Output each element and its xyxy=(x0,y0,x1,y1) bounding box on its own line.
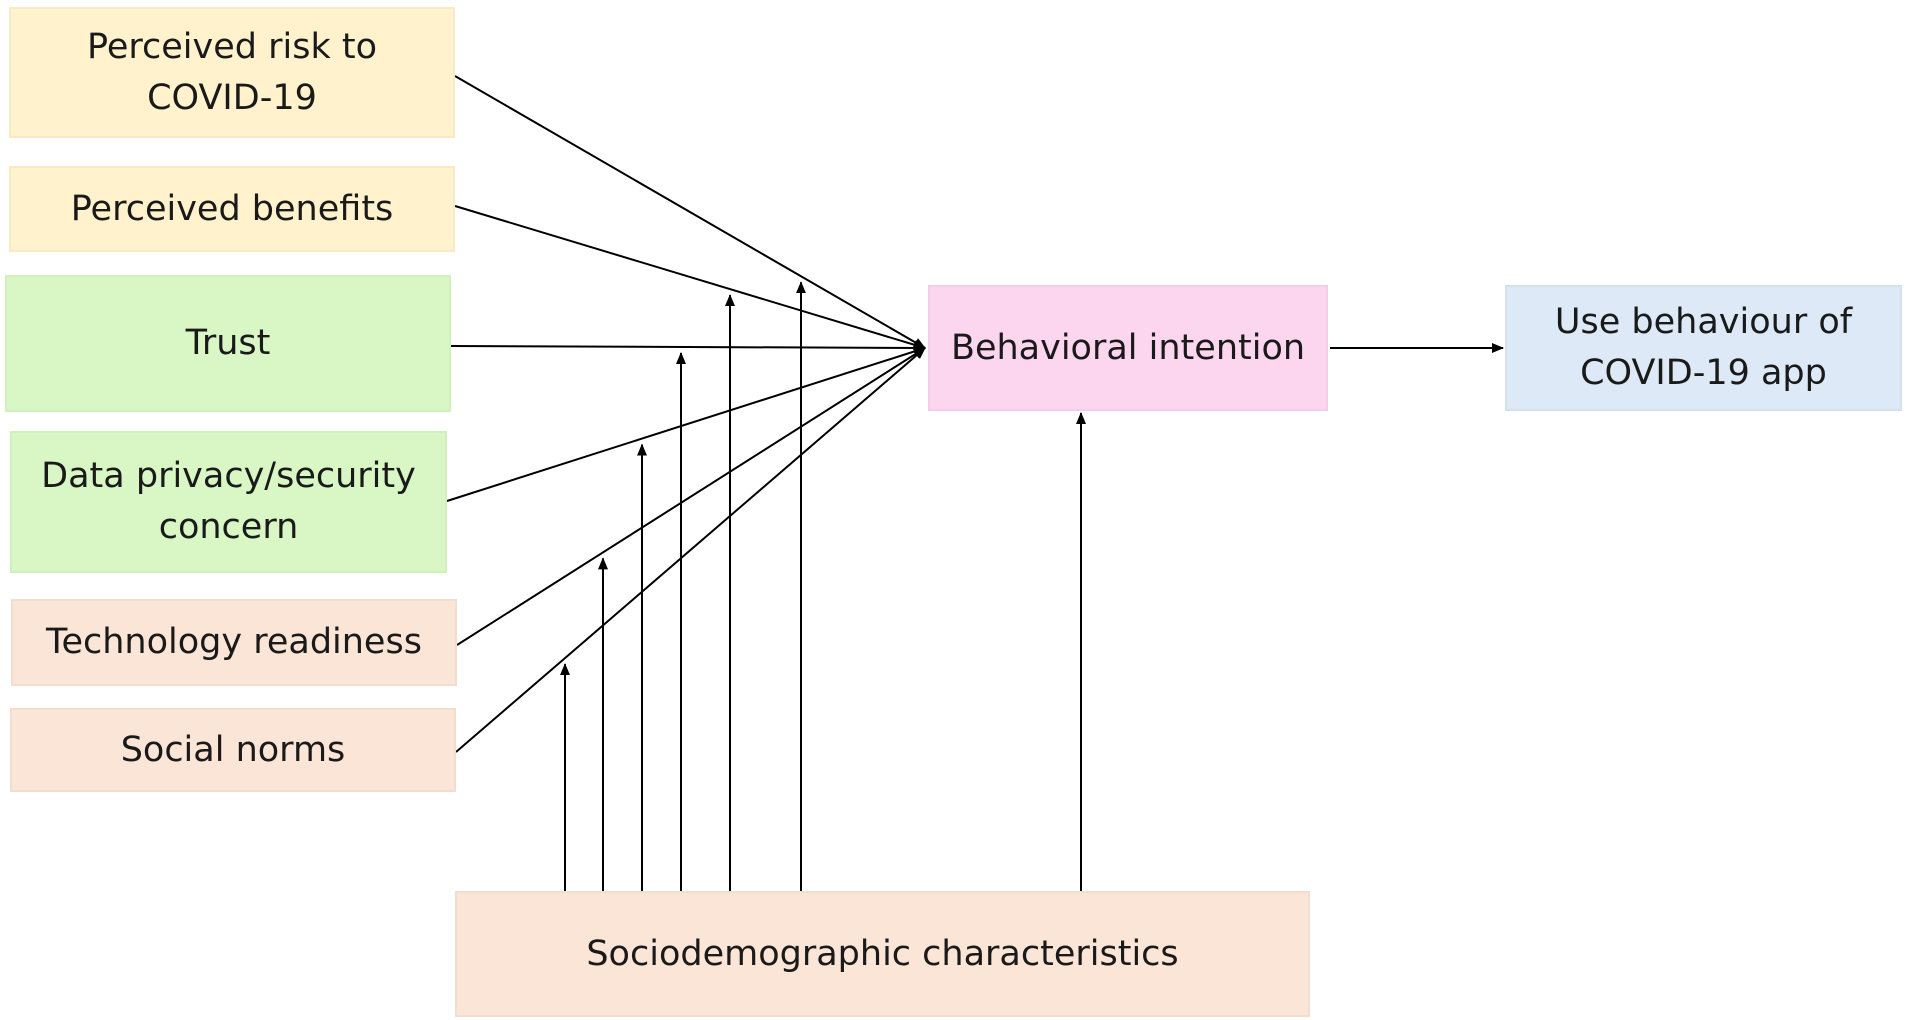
node-data-privacy-concern-label: Data privacy/security concern xyxy=(41,456,416,547)
node-social-norms: Social norms xyxy=(10,708,456,792)
node-technology-readiness: Technology readiness xyxy=(11,599,457,686)
node-sociodemographic-characteristics-label: Sociodemographic characteristics xyxy=(586,933,1179,974)
edge-risk-to-intention xyxy=(454,75,926,349)
edge-privacy-to-intention xyxy=(446,346,926,502)
node-use-behaviour-label: Use behaviour of COVID-19 app xyxy=(1554,302,1853,393)
edge-readiness-to-intention xyxy=(456,347,926,646)
node-behavioral-intention: Behavioral intention xyxy=(928,285,1328,411)
node-perceived-benefits-label: Perceived benefits xyxy=(70,188,394,229)
node-data-privacy-concern: Data privacy/security concern xyxy=(10,431,447,573)
node-behavioral-intention-label: Behavioral intention xyxy=(950,327,1306,368)
node-technology-readiness-label: Technology readiness xyxy=(46,622,422,662)
edge-norms-to-intention xyxy=(455,347,926,753)
node-social-norms-label: Social norms xyxy=(120,729,346,770)
node-sociodemographic-characteristics: Sociodemographic characteristics xyxy=(455,891,1310,1017)
node-perceived-risk-label: Perceived risk to COVID-19 xyxy=(87,26,377,118)
node-trust: Trust xyxy=(5,275,451,412)
node-perceived-risk: Perceived risk to COVID-19 xyxy=(9,7,455,138)
node-perceived-benefits: Perceived benefits xyxy=(9,166,455,252)
edge-benefits-to-intention xyxy=(454,205,926,350)
node-trust-label: Trust xyxy=(185,323,271,363)
edge-trust-to-intention xyxy=(450,342,926,353)
node-use-behaviour: Use behaviour of COVID-19 app xyxy=(1505,285,1902,411)
